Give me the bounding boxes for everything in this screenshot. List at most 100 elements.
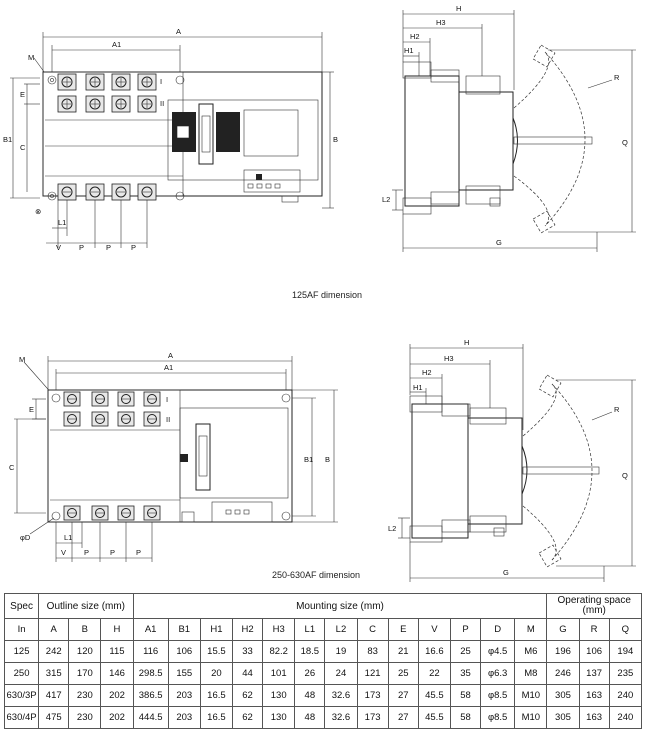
col-header: H1 — [199, 618, 234, 641]
table-cell: 417 — [38, 684, 70, 707]
table-cell: 202 — [100, 706, 134, 729]
table-cell: 27 — [387, 684, 419, 707]
col-header: R — [578, 618, 610, 641]
header-operating: Operating space (mm) — [546, 593, 642, 619]
dim-label-a-250: A — [168, 351, 173, 360]
table-cell: 130 — [262, 684, 296, 707]
dim-label-p2-250: P — [110, 548, 115, 557]
table-cell: 120 — [68, 640, 102, 663]
table-cell: 194 — [608, 640, 643, 663]
caption-125af: 125AF dimension — [292, 290, 363, 300]
col-header: L1 — [294, 618, 326, 641]
table-cell: 22 — [417, 662, 451, 685]
dim-label-p2: P — [106, 243, 111, 252]
col-header: H — [100, 618, 134, 641]
col-header: B1 — [167, 618, 201, 641]
dim-label-b1: B1 — [3, 135, 12, 144]
col-header: M — [514, 618, 548, 641]
table-cell: 18.5 — [294, 640, 326, 663]
col-header: L2 — [324, 618, 358, 641]
header-outline: Outline size (mm) — [38, 593, 134, 619]
side-label-h2-250: H2 — [422, 368, 432, 377]
table-cell: φ6.3 — [480, 662, 516, 685]
table-cell: 386.5 — [132, 684, 169, 707]
table-cell: 62 — [231, 684, 264, 707]
table-cell: 146 — [100, 662, 134, 685]
table-cell: 630/4P — [3, 706, 40, 729]
table-cell: 202 — [100, 684, 134, 707]
table-cell: 250 — [3, 662, 40, 685]
table-cell: 246 — [546, 662, 580, 685]
table-cell: φ8.5 — [480, 684, 516, 707]
header-spec: Spec — [3, 593, 40, 619]
col-header: C — [356, 618, 389, 641]
table-cell: 101 — [262, 662, 296, 685]
side-label-l2-250: L2 — [388, 524, 396, 533]
dim-label-v-250: V — [61, 548, 66, 557]
pole-mark-i-250: I — [166, 395, 168, 404]
table-cell: 44 — [231, 662, 264, 685]
side-label-h1: H1 — [404, 46, 414, 55]
table-cell: 16.5 — [199, 684, 234, 707]
table-cell: 58 — [449, 684, 482, 707]
table-cell: 106 — [578, 640, 610, 663]
table-cell: 62 — [231, 706, 264, 729]
table-cell: M6 — [514, 640, 548, 663]
dim-label-c: C — [20, 143, 26, 152]
table-cell: 235 — [608, 662, 643, 685]
pole-mark-i-125: I — [160, 77, 162, 86]
dim-label-b: B — [333, 135, 338, 144]
table-cell: 240 — [608, 684, 643, 707]
table-cell: 137 — [578, 662, 610, 685]
dim-label-b-250: B — [325, 455, 330, 464]
side-view-250-630af: H H3 H2 H1 R Q L2 — [388, 338, 636, 582]
table-cell: 163 — [578, 684, 610, 707]
col-header: D — [480, 618, 516, 641]
dim-label-e-250: E — [29, 405, 34, 414]
table-cell: 82.2 — [262, 640, 296, 663]
col-header: B — [68, 618, 102, 641]
front-view-250-630af: A A1 M I II — [9, 351, 338, 562]
table-cell: 58 — [449, 706, 482, 729]
table-cell: 155 — [167, 662, 201, 685]
side-label-g: G — [496, 238, 502, 247]
table-cell: 298.5 — [132, 662, 169, 685]
dim-label-m-250: M — [19, 355, 25, 364]
dim-label-a1-250: A1 — [164, 363, 173, 372]
dim-label-p3-250: P — [136, 548, 141, 557]
table-cell: M10 — [514, 706, 548, 729]
col-header: E — [387, 618, 419, 641]
table-cell: M10 — [514, 684, 548, 707]
table-cell: φ4.5 — [480, 640, 516, 663]
side-label-q: Q — [622, 138, 628, 147]
table-cell: 116 — [132, 640, 169, 663]
table-cell: 305 — [546, 706, 580, 729]
table-cell: 130 — [262, 706, 296, 729]
dim-label-b1-250: B1 — [304, 455, 313, 464]
dim-label-l1: L1 — [58, 218, 66, 227]
side-label-r-250: R — [614, 405, 620, 414]
svg-text:⊗: ⊗ — [35, 207, 41, 216]
table-cell: 20 — [199, 662, 234, 685]
table-cell: 475 — [38, 706, 70, 729]
table-cell: 25 — [449, 640, 482, 663]
side-label-h3-250: H3 — [444, 354, 454, 363]
dim-label-p3: P — [131, 243, 136, 252]
table-cell: 115 — [100, 640, 134, 663]
table-cell: 32.6 — [324, 706, 358, 729]
pole-mark-ii-250: II — [166, 415, 170, 424]
table-cell: 242 — [38, 640, 70, 663]
table-cell: 163 — [578, 706, 610, 729]
side-label-q-250: Q — [622, 471, 628, 480]
table-cell: 33 — [231, 640, 264, 663]
col-header: H2 — [231, 618, 264, 641]
table-cell: 15.5 — [199, 640, 234, 663]
table-cell: 240 — [608, 706, 643, 729]
table-cell: 45.5 — [417, 684, 451, 707]
table-cell: 121 — [356, 662, 389, 685]
table-cell: φ8.5 — [480, 706, 516, 729]
table-cell: 16.6 — [417, 640, 451, 663]
